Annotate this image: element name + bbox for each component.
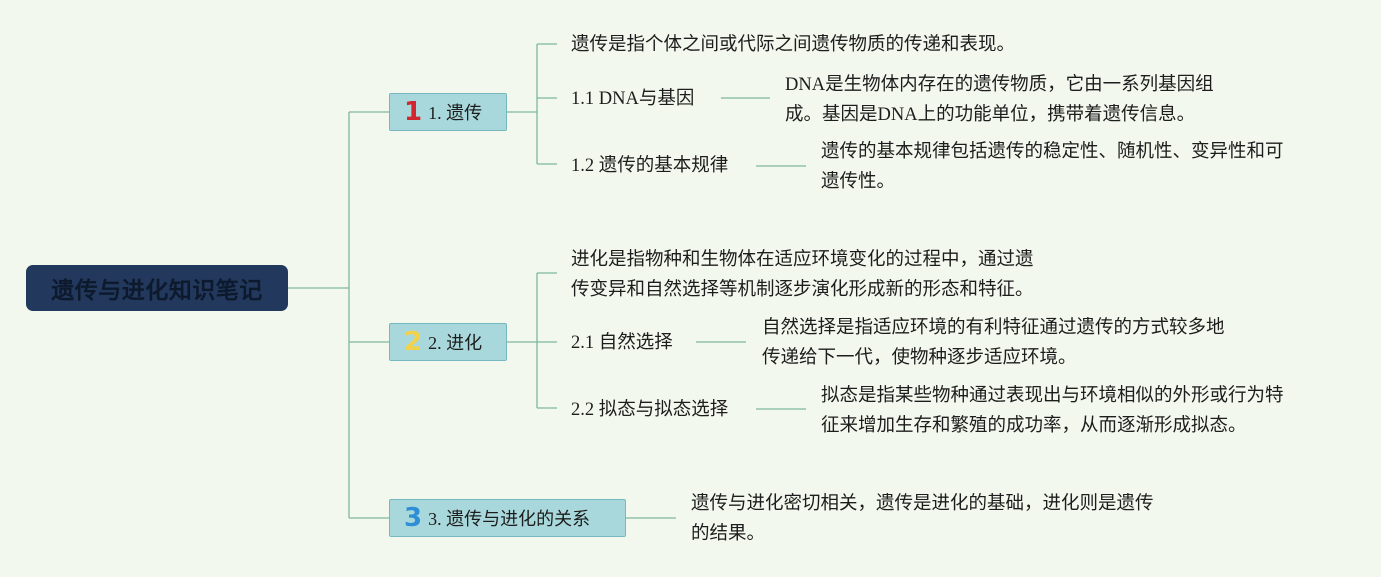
branch-evolution[interactable]: 2 2. 进化 [389, 323, 507, 361]
subtopic-label: 1.2 遗传的基本规律 [571, 156, 729, 176]
subtopic-label: 2.2 拟态与拟态选择 [571, 400, 729, 420]
branch-label: 1. 遗传 [428, 103, 483, 123]
text-line: 自然选择是指适应环境的有利特征通过遗传的方式较多地 [762, 318, 1225, 338]
text-line: 遗传与进化密切相关，遗传是进化的基础，进化则是遗传 [691, 494, 1154, 514]
text-line: 遗传性。 [821, 172, 896, 192]
subtopic-natural-selection[interactable]: 2.1 自然选择 [571, 328, 673, 358]
branch-label: 2. 进化 [428, 333, 483, 353]
subtopic-label: 1.1 DNA与基因 [571, 89, 695, 109]
subtopic-heredity-laws[interactable]: 1.2 遗传的基本规律 [571, 151, 728, 181]
text-line: 的结果。 [691, 524, 766, 544]
text-line: 遗传是指个体之间或代际之间遗传物质的传递和表现。 [571, 35, 1016, 55]
evolution-summary[interactable]: 进化是指物种和生物体在适应环境变化的过程中，通过遗 传变异和自然选择等机制逐步演… [571, 245, 1034, 305]
relation-summary[interactable]: 遗传与进化密切相关，遗传是进化的基础，进化则是遗传 的结果。 [691, 489, 1154, 549]
text-line: 传递给下一代，使物种逐步适应环境。 [762, 348, 1077, 368]
text-line: 征来增加生存和繁殖的成功率，从而逐渐形成拟态。 [821, 416, 1247, 436]
root-title: 遗传与进化知识笔记 [51, 278, 263, 304]
natural-selection-detail[interactable]: 自然选择是指适应环境的有利特征通过遗传的方式较多地 传递给下一代，使物种逐步适应… [762, 313, 1225, 373]
number-3-icon: 3 [404, 503, 423, 533]
heredity-laws-detail[interactable]: 遗传的基本规律包括遗传的稳定性、随机性、变异性和可 遗传性。 [821, 137, 1284, 197]
text-line: 拟态是指某些物种通过表现出与环境相似的外形或行为特 [821, 386, 1284, 406]
dna-gene-detail[interactable]: DNA是生物体内存在的遗传物质，它由一系列基因组 成。基因是DNA上的功能单位，… [785, 70, 1214, 130]
root-topic[interactable]: 遗传与进化知识笔记 [26, 265, 288, 311]
subtopic-dna-gene[interactable]: 1.1 DNA与基因 [571, 84, 694, 114]
branch-heredity[interactable]: 1 1. 遗传 [389, 93, 507, 131]
subtopic-mimicry[interactable]: 2.2 拟态与拟态选择 [571, 395, 728, 425]
heredity-summary[interactable]: 遗传是指个体之间或代际之间遗传物质的传递和表现。 [571, 30, 1015, 60]
text-line: 遗传的基本规律包括遗传的稳定性、随机性、变异性和可 [821, 142, 1284, 162]
text-line: DNA是生物体内存在的遗传物质，它由一系列基因组 [785, 75, 1214, 95]
branch-heredity-evolution-relation[interactable]: 3 3. 遗传与进化的关系 [389, 499, 626, 537]
number-1-icon: 1 [404, 97, 423, 127]
text-line: 进化是指物种和生物体在适应环境变化的过程中，通过遗 [571, 250, 1034, 270]
text-line: 传变异和自然选择等机制逐步演化形成新的形态和特征。 [571, 280, 1034, 300]
mimicry-detail[interactable]: 拟态是指某些物种通过表现出与环境相似的外形或行为特 征来增加生存和繁殖的成功率，… [821, 381, 1284, 441]
number-2-icon: 2 [404, 327, 423, 357]
branch-label: 3. 遗传与进化的关系 [428, 509, 591, 529]
text-line: 成。基因是DNA上的功能单位，携带着遗传信息。 [785, 105, 1196, 125]
subtopic-label: 2.1 自然选择 [571, 333, 673, 353]
